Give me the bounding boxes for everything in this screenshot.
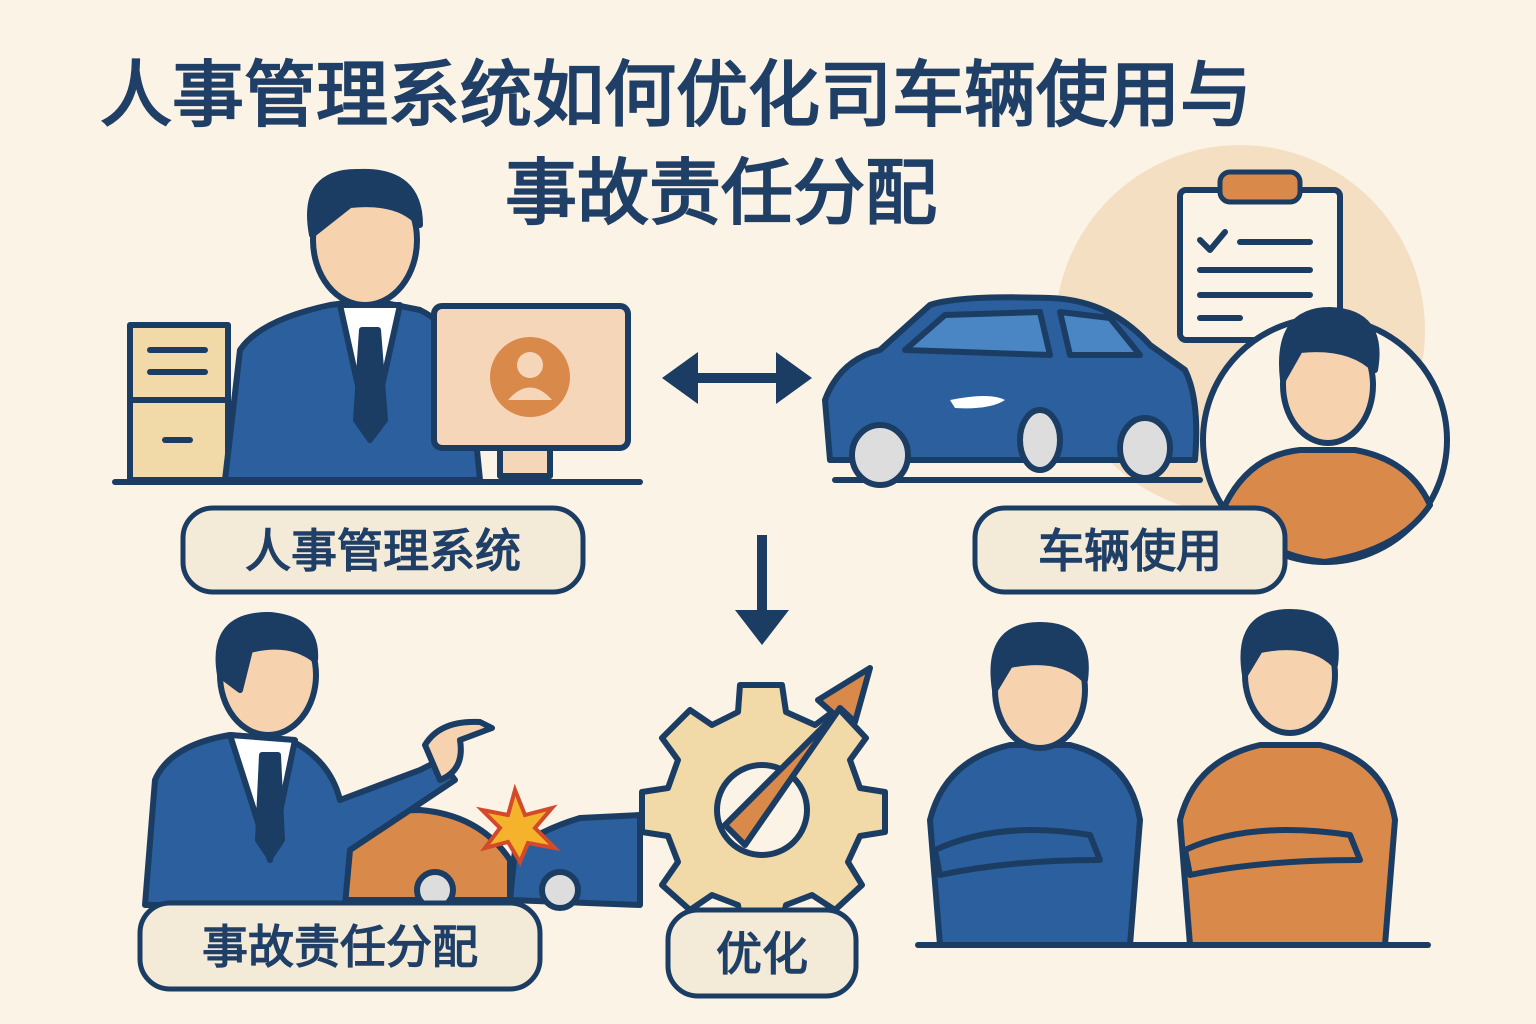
label-optimize-text: 优化 <box>716 927 808 981</box>
label-hr-system-text: 人事管理系统 <box>245 524 521 578</box>
down-arrow-icon <box>735 535 789 645</box>
label-accident-liability: 事故责任分配 <box>137 900 543 992</box>
label-accident-liability-text: 事故责任分配 <box>202 920 478 974</box>
optimization-gear-icon <box>639 665 888 933</box>
accident-illustration <box>142 612 643 911</box>
title-line-1: 人事管理系统如何优化司车辆使用与 <box>100 53 1252 137</box>
collision-burst-icon <box>475 783 561 867</box>
label-hr-system: 人事管理系统 <box>180 505 586 595</box>
hr-office-illustration <box>112 168 643 485</box>
label-vehicle-use-text: 车辆使用 <box>1038 524 1222 578</box>
label-optimize: 优化 <box>665 907 859 999</box>
vehicle-illustration <box>822 145 1450 565</box>
bidirectional-arrow-icon <box>662 352 812 404</box>
title-line-2: 事故责任分配 <box>505 151 937 235</box>
manager-pointing <box>142 732 458 908</box>
growth-arrow-icon <box>722 665 873 848</box>
employees-illustration <box>915 609 1431 948</box>
label-vehicle-use: 车辆使用 <box>972 505 1288 595</box>
